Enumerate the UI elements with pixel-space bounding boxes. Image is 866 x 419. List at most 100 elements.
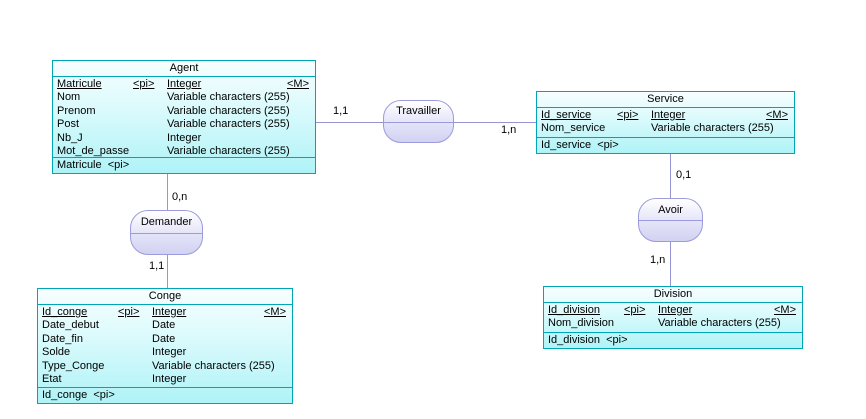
attribute-row: Etat Integer [38,373,292,386]
cardinality-avoir-service-side: 0,1 [676,169,692,181]
relationship-name: Travailler [384,101,453,123]
connector-agent-demander[interactable] [167,174,168,210]
identifier-row: Id_division <pi> [544,332,802,348]
attr-name: Matricule [57,78,102,90]
attr-m: <M> [263,306,286,318]
attr-type: Variable characters (255) [167,118,290,131]
attr-name: Post [57,118,80,131]
attribute-row: Id_conge <pi> Integer <M> [38,306,292,319]
relationship-lower-half [639,221,702,241]
attr-type: Date [152,319,176,332]
cardinality-demander-conge-side: 1,1 [149,260,165,272]
attr-name: Prenom [57,104,96,117]
attr-pi [624,317,658,330]
relationship-travailler[interactable]: Travailler [383,100,454,143]
attr-name: Type_Conge [42,359,105,372]
attr-type: Integer [651,109,686,121]
attr-pi: <pi> [624,304,646,316]
attribute-row: Id_division <pi> Integer <M> [544,304,802,317]
attr-m: <M> [286,78,309,90]
cardinality-travailler-service-side: 1,n [501,124,517,136]
attr-name: Mot_de_passe [57,145,130,157]
relationship-avoir[interactable]: Avoir [638,198,703,242]
attr-name: Id_division [548,304,600,316]
entity-division[interactable]: Division Id_division<pi>Integer<M>Nom_di… [543,286,803,349]
attribute-row: Id_service <pi> Integer <M> [537,109,794,122]
connector-service-avoir[interactable] [670,154,671,198]
attribute-row: Solde Integer [38,346,292,359]
attr-type: Integer [167,131,202,144]
entity-service[interactable]: Service Id_service <pi> Integer <M>Nom_serv… [536,91,795,154]
attr-pi: <pi> [118,306,140,318]
attr-name: Id_conge [42,306,88,318]
attr-pi [118,346,152,359]
attr-type: Integer [152,346,187,359]
attr-type: Variable characters (255) [152,359,275,372]
identifier-row: Id_service <pi> [537,137,794,153]
connector-agent-travailler[interactable] [316,122,383,123]
relationship-demander[interactable]: Demander [130,210,203,255]
attribute-section: Id_division <pi> Integer <M> Nom_division Var… [544,303,802,332]
attr-name: Date_debut [42,319,99,332]
connector-demander-conge[interactable] [167,255,168,288]
attribute-row: Post Variable characters (255) [53,118,315,131]
attribute-row: Nom Variable characters (255) [53,91,315,104]
attribute-row: Date_debut Date [38,319,292,332]
relationship-name: Avoir [639,199,702,221]
entity-title: Conge [38,289,292,305]
relationship-lower-half [131,234,202,255]
attr-pi [118,373,152,386]
attr-m: <M> [773,304,796,316]
attr-pi: <pi> [617,109,639,121]
attr-name: Nb_J [57,131,83,144]
attr-type: Variable characters (255) [658,317,781,330]
attr-type: Variable characters (255) [167,145,290,157]
attribute-row: Nom_division Variable characters (255) [544,317,802,330]
attr-pi: <pi> [133,78,155,90]
attr-type: Integer [152,373,187,386]
relationship-lower-half [384,123,453,143]
attr-type: Integer [152,306,187,318]
attr-name: Etat [42,373,62,386]
attr-type: Variable characters (255) [167,104,290,117]
attr-pi [118,333,152,346]
attr-pi [133,105,167,118]
entity-title: Agent [53,61,315,77]
attr-pi [133,145,167,157]
identifier-row: Matricule <pi> [53,157,315,173]
attr-pi [133,118,167,131]
attr-name: Solde [42,346,71,359]
attribute-row: Mot_de_passe Variable characters (255) [53,145,315,157]
attr-type: Variable characters (255) [167,91,290,104]
attr-pi [617,122,651,135]
attribute-row: Prenom Variable characters (255) [53,105,315,118]
attr-m: <M> [765,109,788,121]
entity-title: Division [544,287,802,303]
connector-avoir-division[interactable] [670,242,671,286]
attr-name: Id_service [541,109,592,121]
attribute-row: Type_Conge Variable characters (255) [38,360,292,373]
attr-type: Integer [658,304,693,316]
identifier-row: Id_conge <pi> [38,387,292,403]
attr-pi [118,360,152,373]
attr-name: Date_fin [42,332,83,345]
connector-travailler-service[interactable] [454,122,536,123]
attr-type: Integer [167,78,202,90]
attribute-row: Nb_J Integer [53,132,315,145]
attr-type: Variable characters (255) [651,122,774,135]
attr-name: Nom [57,91,81,104]
cardinality-travailler-agent-side: 1,1 [333,105,349,117]
attribute-row: Date_fin Date [38,333,292,346]
entity-title: Service [537,92,794,108]
cardinality-avoir-division-side: 1,n [650,254,666,266]
attr-name: Nom_division [548,317,615,330]
attr-type: Date [152,332,176,345]
relationship-name: Demander [131,211,202,234]
attribute-row: Matricule <pi> Integer <M> [53,78,315,91]
attr-pi [133,132,167,145]
